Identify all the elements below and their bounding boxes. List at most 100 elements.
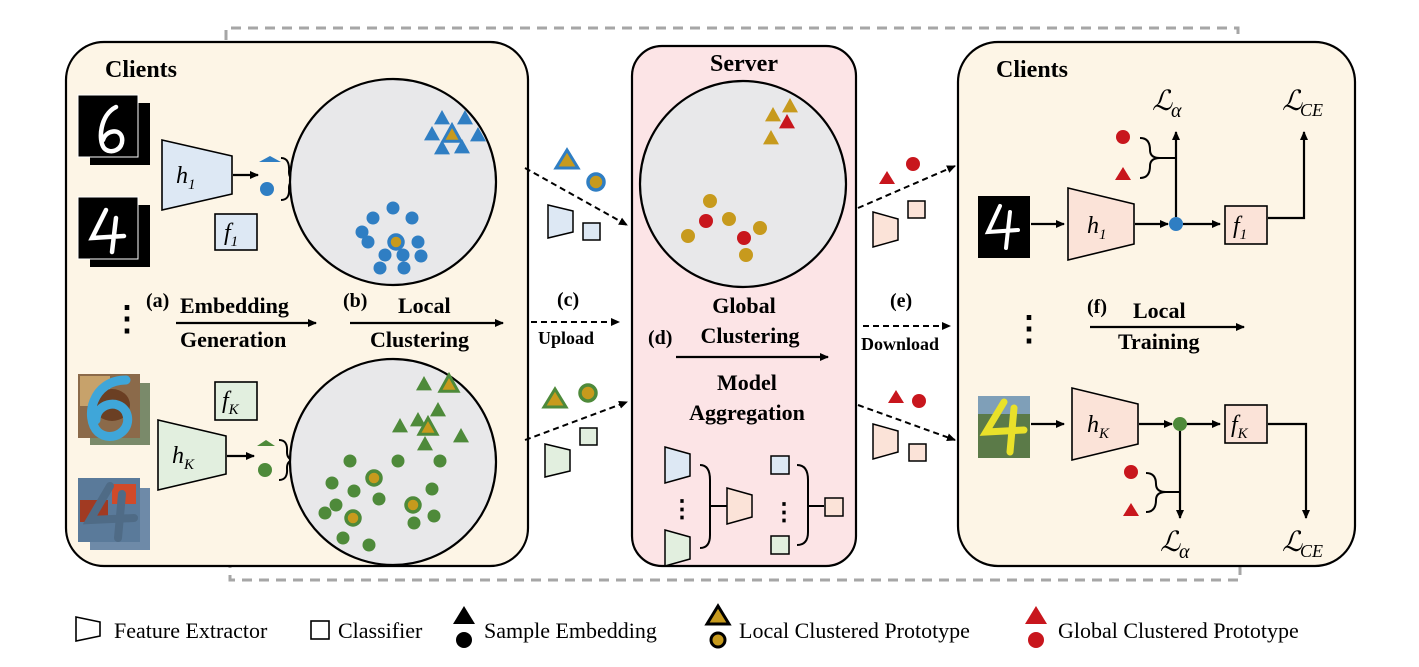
client1-dot-embedding [355,225,369,239]
agg-ellipsis-extractors: ⋮ [670,497,694,523]
step-a-line1: Embedding [180,293,289,318]
right-classifier-f1-label: f1 [1233,213,1247,243]
server-title: Server [710,51,778,77]
right-top-global-triangle [1115,167,1131,180]
step-b-line1: Local [398,293,451,318]
right-digit-four-image [978,196,1030,258]
digit-six-glyph [98,104,125,154]
model-aggregation-illustration: ⋮ ⋮ [664,446,844,567]
client1-sample-dot [260,182,274,196]
client1-dot-embedding [405,211,419,225]
clientK-embeddings [318,371,469,552]
client1-dot-embedding [411,235,425,249]
clientK-dot-embedding [325,476,339,490]
legend-classifier-icon [310,620,330,640]
step-f-line2: Training [1118,329,1200,354]
step-c-upload: (c) Upload [524,147,628,478]
step-b-local-clustering: (b) Local Clustering [343,290,504,352]
right-client1-embedding-dot [1169,217,1183,231]
svg-text:ℒ: ℒ [1160,527,1181,558]
download-top-triangle [879,171,895,184]
server-local-triangle [782,98,798,113]
step-d-line3: Model [717,370,777,395]
client1-dot-embedding [378,248,392,262]
step-a-embedding-generation: (a) Embedding Generation [146,290,317,352]
legend-feature-extractor-icon [75,616,101,642]
server-local-triangle [765,107,781,122]
upload-client1-classifier [582,222,601,241]
legend-feature-extractor-label: Feature Extractor [114,618,268,643]
clientK-triangle-prototype [416,414,440,436]
extractor-h1-label: h1 [176,163,196,193]
loss-alpha-top: ℒ α [1152,86,1182,122]
upload-clientK-dot-prototype [578,383,598,403]
left-ellipsis: ⋮ [110,301,144,338]
legend-local-triangle-icon [704,603,732,626]
clientK-triangle-embedding [453,428,469,443]
legend-sample-dot-icon [456,632,472,648]
left-clients-panel: Clients ⋮ h1 [64,40,530,568]
server-local-dot [722,212,736,226]
step-b-tag: (b) [343,290,367,312]
classifier-fK: fK [214,381,258,421]
client1-triangle-embedding [454,139,470,154]
download-bottom-triangle [888,390,904,403]
upload-clientK-triangle-prototype [541,386,569,409]
agg-ellipsis-classifiers: ⋮ [772,500,796,526]
right-bottom-global-triangle [1123,503,1139,516]
upload-clientK-classifier [579,427,598,446]
loss-alpha-bottom: ℒ α [1160,527,1190,563]
client1-cluster-space [288,77,498,287]
client1-triangle-embedding [457,110,473,125]
step-b-line2: Clustering [370,327,469,352]
clientK-triangle-embedding [410,412,426,427]
upload-client1-extractor [547,204,574,239]
clientK-digit-images [78,374,150,550]
step-d-tag: (d) [648,327,672,349]
digit-four-glyph [88,207,127,255]
legend-sample-triangle-icon [453,606,475,624]
agg-clientK-extractor [664,529,691,567]
step-d-line1: Global [712,293,776,318]
right-classifier-fK-label: fK [1231,412,1249,442]
right-extractor-h1: h1 [1067,186,1135,262]
clientK-dot-embedding [347,484,361,498]
legend-global-prototype-label: Global Clustered Prototype [1058,618,1299,643]
agg-global-extractor [726,487,753,525]
clientK-triangle-embedding [417,436,433,451]
right-classifier-fK: fK [1224,404,1268,444]
step-e-label: Download [861,334,939,354]
loss-ce-top: ℒ CE [1282,86,1323,120]
server-local-dot [739,248,753,262]
client1-dot-embedding [414,249,428,263]
svg-text:ℒ: ℒ [1282,86,1303,117]
download-bottom-classifier [908,443,927,462]
agg-client1-extractor [664,446,691,484]
clientK-dot-embedding [343,454,357,468]
upload-client1-dot-prototype [586,172,606,192]
extractor-hK: hK [157,418,227,492]
clientK-dot-embedding [336,531,350,545]
clientK-dot-embedding [329,498,343,512]
svg-text:CE: CE [1300,100,1323,120]
right-extractor-hK-label: hK [1087,412,1110,442]
server-prototypes [681,98,798,262]
legend-global-dot-icon [1028,632,1044,648]
legend: Feature Extractor Classifier Sample Embe… [75,603,1299,649]
server-global-dot [699,214,713,228]
svg-text:ℒ: ℒ [1282,527,1303,558]
client1-triangle-embedding [434,140,450,155]
step-c-tag: (c) [557,289,579,311]
server-local-dot [681,229,695,243]
clientK-sample-triangle [257,440,275,446]
clientK-dot-embedding [318,506,332,520]
client1-dot-embedding [361,235,375,249]
svg-text:ℒ: ℒ [1152,86,1173,117]
client1-triangle-embedding [470,127,486,142]
step-d-line2: Clustering [701,323,800,348]
classifier-fK-label: fK [222,388,240,418]
right-bottom-global-dot [1124,465,1138,479]
download-top-classifier [907,200,926,219]
server-panel: Server Global (d) Clustering Model Aggre… [630,44,858,568]
